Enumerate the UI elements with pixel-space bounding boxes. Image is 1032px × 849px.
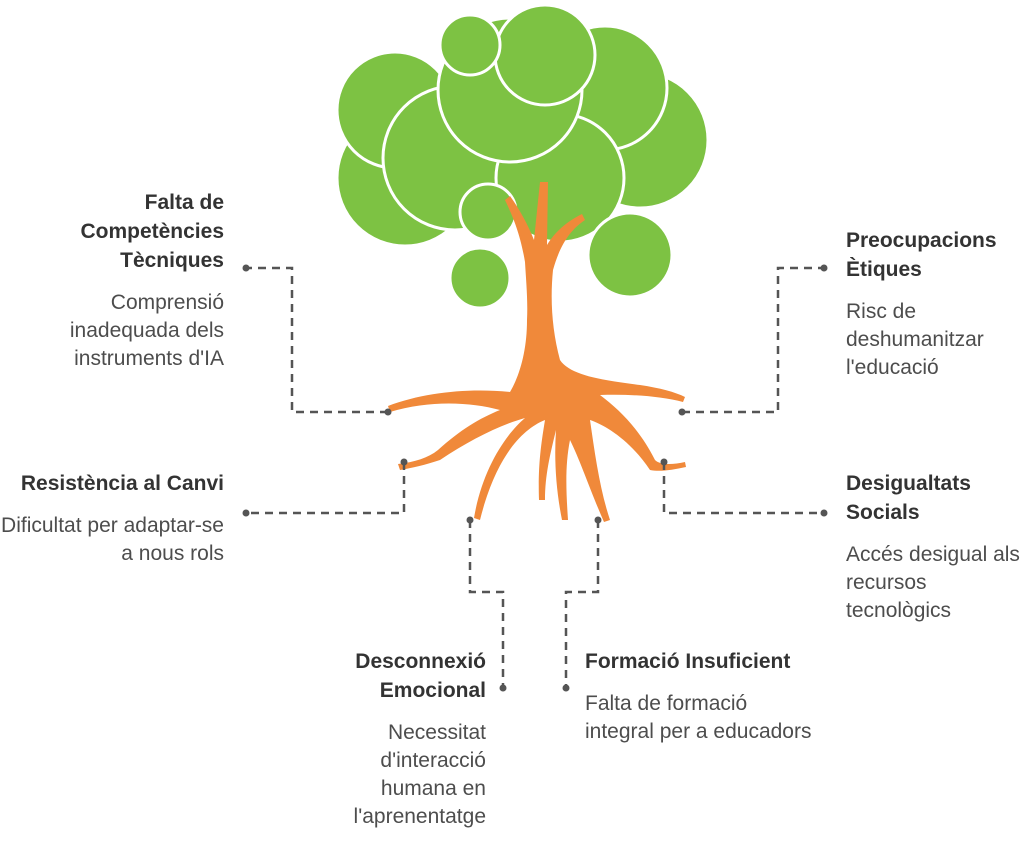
- item-description: Risc de deshumanitzar l'educació: [846, 300, 984, 379]
- connector-resistance: [246, 462, 406, 515]
- connectors: [246, 266, 824, 688]
- connector-ethics: [682, 266, 824, 414]
- item-title: Formació Insuficient: [585, 650, 791, 673]
- tree-trunk: [388, 182, 686, 522]
- item-description: Dificultat per adaptar-se a nous rols: [1, 514, 224, 565]
- item-ethics: Preocupacions Ètiques Risc de deshumanit…: [846, 226, 1032, 382]
- item-title: Falta de Competències Tècniques: [80, 191, 224, 272]
- item-resistance: Resistència al Canvi Dificultat per adap…: [0, 469, 224, 568]
- item-title: Resistència al Canvi: [20, 472, 224, 495]
- connector-training: [564, 520, 600, 688]
- item-description: Accés desigual als recursos tecnològics: [846, 543, 1020, 622]
- item-competencies: Falta de Competències Tècniques Comprens…: [20, 188, 224, 373]
- item-inequality: Desigualtats Socials Accés desigual als …: [846, 469, 1032, 625]
- connector-disconnection: [468, 520, 505, 688]
- connector-dots: [242, 264, 828, 692]
- item-disconnection: Desconnexió Emocional Necessitat d'inter…: [310, 647, 486, 831]
- item-description: Falta de formació integral per a educado…: [585, 692, 812, 743]
- item-training: Formació Insuficient Falta de formació i…: [585, 647, 815, 746]
- item-title: Desigualtats Socials: [846, 472, 971, 524]
- item-description: Necessitat d'interacció humana en l'apre…: [353, 721, 486, 828]
- connector-competencies: [246, 266, 388, 414]
- connector-inequality: [662, 462, 824, 515]
- item-description: Comprensió inadequada dels instruments d…: [69, 291, 224, 370]
- tree-canopy: [335, 3, 710, 310]
- item-title: Preocupacions Ètiques: [846, 229, 997, 281]
- item-title: Desconnexió Emocional: [355, 650, 486, 702]
